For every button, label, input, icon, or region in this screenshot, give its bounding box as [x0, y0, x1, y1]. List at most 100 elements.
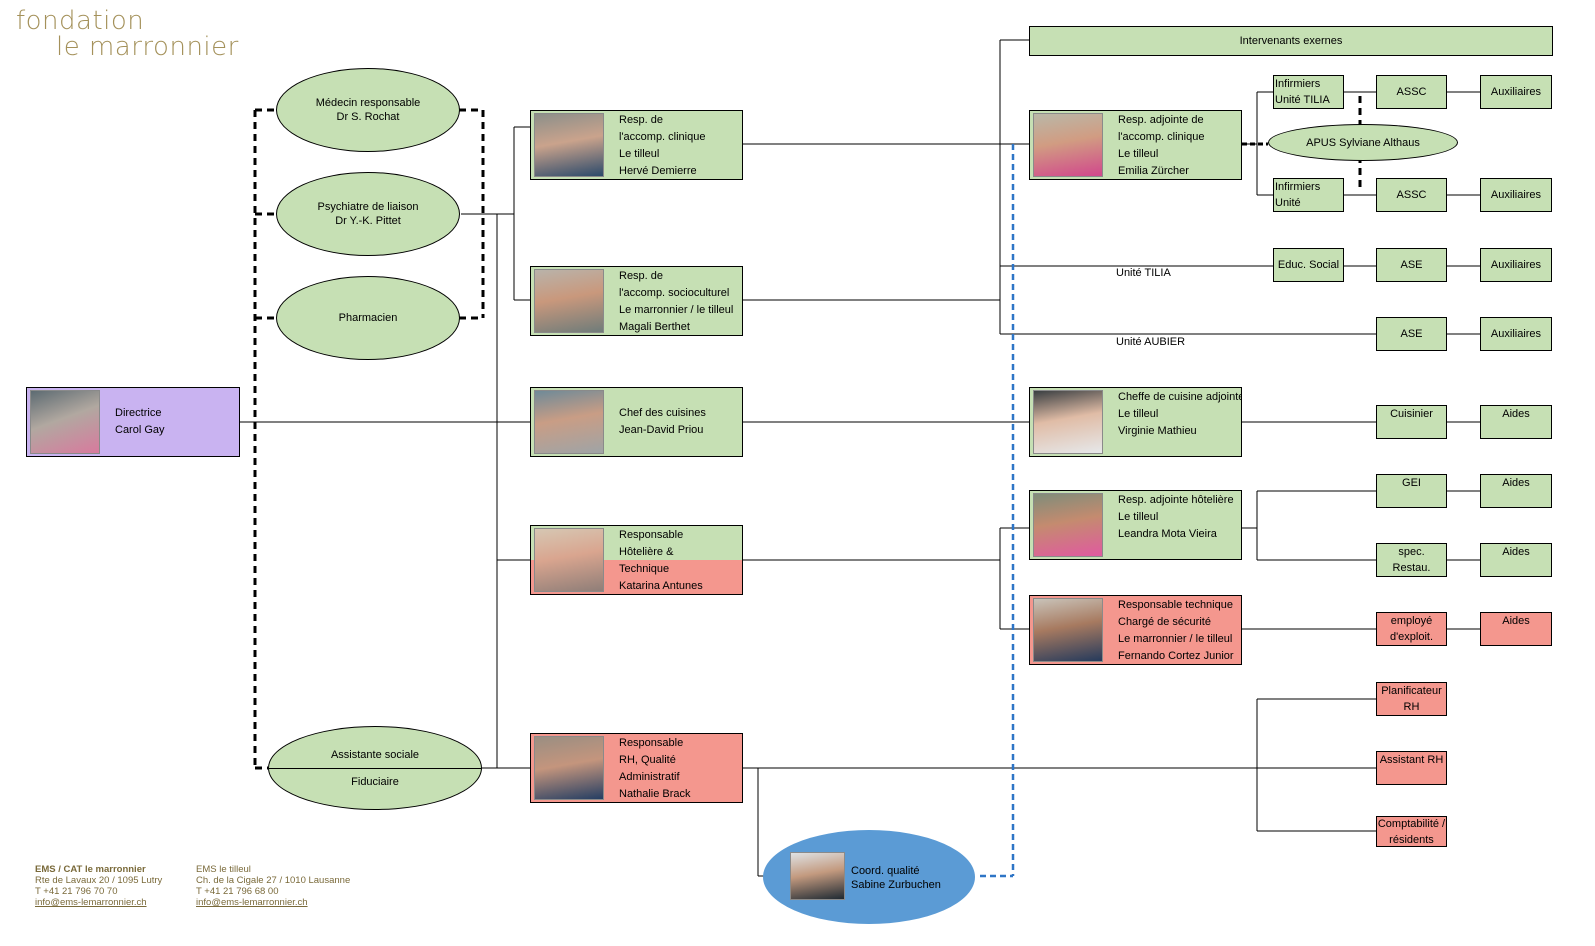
ase-aubier[interactable]: ASE: [1376, 317, 1447, 351]
director-title: Directrice: [115, 407, 162, 419]
advisor-assistante-fiduciaire[interactable]: Assistante sociale Fiduciaire: [268, 726, 482, 810]
manager-hoteliere-line3: Technique: [619, 563, 670, 575]
manager-cuisines-name: Jean-David Priou: [619, 424, 704, 436]
unite-aubier-label: Unité AUBIER: [1116, 336, 1186, 348]
logo-line-1: fondation: [16, 6, 145, 36]
coord-qualite-name: Sabine Zurbuchen: [851, 879, 941, 891]
assistant-rh-box[interactable]: Assistant RH: [1376, 751, 1447, 785]
advisor-psychiatre-name: Dr Y.-K. Pittet: [335, 215, 401, 227]
planificateur-rh-box[interactable]: Planificateur RH: [1376, 682, 1447, 716]
manager-socioculturel-name: Magali Berthet: [619, 321, 690, 333]
manager-rh-line2: RH, Qualité: [619, 754, 676, 766]
coord-qualite-photo: [790, 852, 845, 900]
ase-label: ASE: [1400, 328, 1423, 340]
manager-rh-line1: Responsable: [619, 737, 684, 749]
apus-ellipse[interactable]: APUS Sylviane Althaus: [1268, 124, 1458, 161]
ase-tilia[interactable]: ASE: [1376, 248, 1447, 282]
manager-clinique-line1: Resp. de: [619, 114, 664, 126]
infirmiers-aubier-line1: Infirmiers: [1275, 181, 1321, 193]
gei-label: GEI: [1402, 477, 1421, 489]
comptabilite-box[interactable]: Comptabilité / résidents: [1376, 816, 1447, 847]
deputy-clinique[interactable]: Resp. adjointe de l'accomp. clinique Le …: [1029, 110, 1242, 180]
employe-line2: d'exploit.: [1389, 631, 1434, 643]
intervenants-externes[interactable]: Intervenants exernes: [1029, 26, 1553, 56]
auxiliaires-1[interactable]: Auxiliaires: [1480, 75, 1552, 109]
cuisinier-label: Cuisinier: [1390, 408, 1433, 420]
deputy-cuisine[interactable]: Cheffe de cuisine adjointe Le tilleul Vi…: [1029, 387, 1242, 457]
aides-cuisine[interactable]: Aides: [1480, 405, 1552, 439]
auxiliaires-4[interactable]: Auxiliaires: [1480, 317, 1552, 351]
manager-hoteliere-line2: Hôtelière &: [619, 546, 674, 558]
footer-right-phone: T +41 21 796 68 00: [196, 886, 279, 897]
manager-rh-photo: [534, 736, 604, 800]
infirmiers-tilia[interactable]: Infirmiers Unité TILIA: [1273, 75, 1344, 109]
auxiliaires-2[interactable]: Auxiliaires: [1480, 178, 1552, 212]
deputy-technique[interactable]: Responsable technique Chargé de sécurité…: [1029, 595, 1242, 665]
aides-label: Aides: [1502, 615, 1530, 627]
footer-left-email-link[interactable]: info@ems-lemarronnier.ch: [35, 897, 147, 908]
spec-line1: spec.: [1398, 546, 1425, 558]
footer-left: EMS / CAT le marronnier Rte de Lavaux 20…: [35, 864, 162, 908]
advisor-psychiatre[interactable]: Psychiatre de liaison Dr Y.-K. Pittet: [276, 172, 460, 256]
cuisinier-box[interactable]: Cuisinier: [1376, 405, 1447, 439]
deputy-hoteliere[interactable]: Resp. adjointe hôtelière Le tilleul Lean…: [1029, 490, 1242, 560]
deputy-technique-line3: Le marronnier / le tilleul: [1118, 633, 1233, 645]
manager-hoteliere[interactable]: Responsable Hôtelière & Technique Katari…: [530, 525, 743, 595]
gei-box[interactable]: GEI: [1376, 474, 1447, 508]
manager-socioculturel-line2: l'accomp. socioculturel: [619, 287, 730, 299]
director-name: Carol Gay: [115, 424, 165, 436]
apus-label: APUS Sylviane Althaus: [1306, 136, 1420, 149]
unite-tilia-label: Unité TILIA: [1116, 267, 1171, 279]
spec-restau-box[interactable]: spec. Restau.: [1376, 543, 1447, 577]
deputy-clinique-line1: Resp. adjointe de: [1118, 114, 1204, 126]
logo-line-2: le marronnier: [56, 32, 239, 62]
infirmiers-aubier[interactable]: Infirmiers Unité AUBIER: [1273, 178, 1344, 212]
manager-clinique[interactable]: Resp. de l'accomp. clinique Le tilleul H…: [530, 110, 743, 180]
aides-gei[interactable]: Aides: [1480, 474, 1552, 508]
compta-line2: résidents: [1389, 833, 1434, 846]
aides-label: Aides: [1502, 408, 1530, 420]
director-photo: [30, 390, 100, 454]
manager-socioculturel-line1: Resp. de: [619, 270, 664, 282]
educ-social[interactable]: Educ. Social: [1273, 248, 1344, 282]
assc-tilia[interactable]: ASSC: [1376, 75, 1447, 109]
auxiliaires-3[interactable]: Auxiliaires: [1480, 248, 1552, 282]
employe-line1: employé: [1390, 615, 1433, 627]
manager-socioculturel-line3: Le marronnier / le tilleul: [619, 304, 734, 316]
intervenants-label: Intervenants exernes: [1239, 35, 1343, 47]
advisor-medecin[interactable]: Médecin responsable Dr S. Rochat: [276, 68, 460, 152]
advisor-medecin-title: Médecin responsable: [315, 97, 421, 109]
deputy-technique-line2: Chargé de sécurité: [1118, 616, 1211, 628]
advisor-pharmacien-title: Pharmacien: [338, 312, 398, 324]
coord-qualite-ellipse[interactable]: Coord. qualité Sabine Zurbuchen: [763, 830, 975, 924]
manager-cuisines-photo: [534, 390, 604, 454]
manager-clinique-name: Hervé Demierre: [619, 165, 697, 177]
aides-exploit[interactable]: Aides: [1480, 612, 1552, 646]
aides-restau[interactable]: Aides: [1480, 543, 1552, 577]
deputy-hoteliere-photo: [1033, 493, 1103, 557]
infirmiers-tilia-line2: Unité TILIA: [1275, 94, 1330, 106]
manager-rh-name: Nathalie Brack: [619, 788, 691, 800]
assc-label: ASSC: [1396, 86, 1427, 98]
assistant-rh-label: Assistant RH: [1379, 754, 1444, 766]
footer-right-name: EMS le tilleul: [196, 864, 251, 875]
educ-social-label: Educ. Social: [1277, 259, 1340, 271]
footer-right-email-link[interactable]: info@ems-lemarronnier.ch: [196, 897, 308, 908]
director-box[interactable]: Directrice Carol Gay: [26, 387, 240, 457]
assc-aubier[interactable]: ASSC: [1376, 178, 1447, 212]
employe-exploit-box[interactable]: employé d'exploit.: [1376, 612, 1447, 646]
advisor-psychiatre-title: Psychiatre de liaison: [317, 201, 419, 213]
manager-clinique-photo: [534, 113, 604, 177]
manager-cuisines-title: Chef des cuisines: [619, 407, 706, 419]
deputy-cuisine-photo: [1033, 390, 1103, 454]
manager-socioculturel[interactable]: Resp. de l'accomp. socioculturel Le marr…: [530, 266, 743, 336]
auxiliaires-label: Auxiliaires: [1490, 328, 1542, 340]
footer-left-name: EMS / CAT le marronnier: [35, 864, 146, 875]
manager-rh[interactable]: Responsable RH, Qualité Administratif Na…: [530, 733, 743, 803]
footer-right-address: Ch. de la Cigale 27 / 1010 Lausanne: [196, 875, 351, 886]
advisor-pharmacien[interactable]: Pharmacien: [276, 276, 460, 360]
deputy-clinique-line2: l'accomp. clinique: [1118, 131, 1205, 143]
manager-cuisines[interactable]: Chef des cuisines Jean-David Priou: [530, 387, 743, 457]
planificateur-line1: Planificateur: [1381, 685, 1442, 697]
